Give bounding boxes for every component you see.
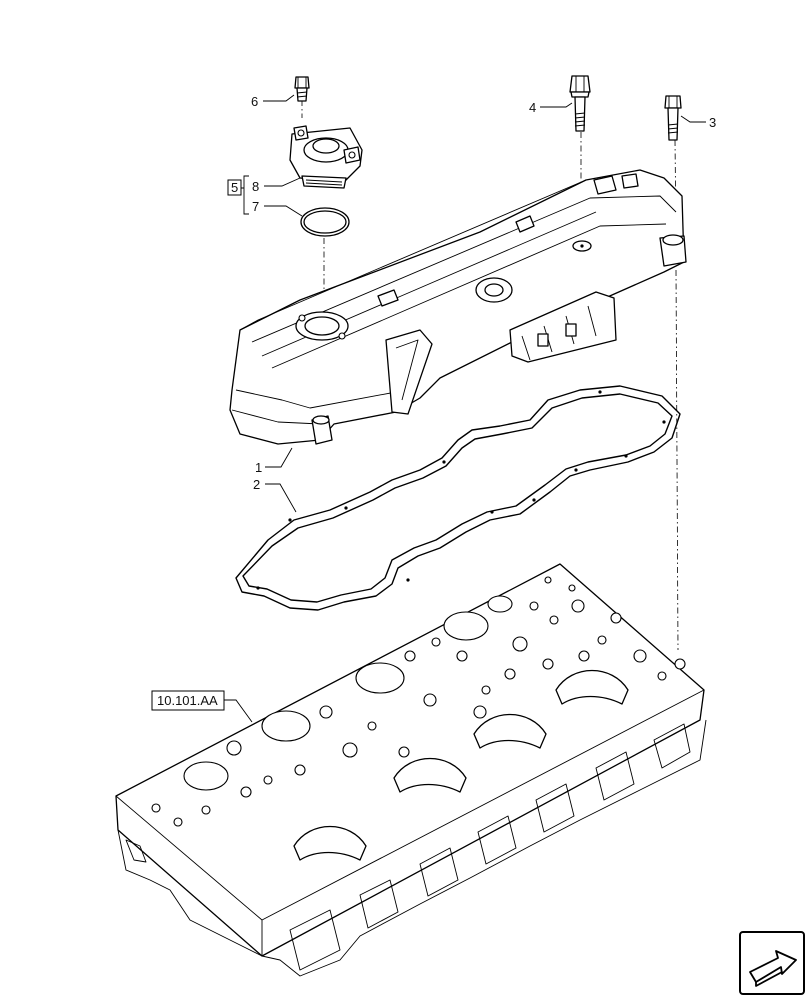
head-bolt-holes <box>151 576 686 827</box>
o-ring-part-7 <box>300 207 350 237</box>
callout-7: 7 <box>252 199 259 214</box>
reference-box[interactable]: 10.101.AA <box>151 690 225 711</box>
breather-valve-part-8 <box>289 125 363 189</box>
gasket-bolt-holes <box>256 390 666 590</box>
callout-4: 4 <box>529 100 536 115</box>
arrow-icon[interactable] <box>739 931 805 995</box>
callout-labels: 6 4 3 5 8 7 1 2 <box>227 94 716 492</box>
gasket-part-2 <box>235 385 681 611</box>
callout-1: 1 <box>255 460 262 475</box>
leader-lines <box>224 94 706 723</box>
bolt-part-3 <box>664 95 682 141</box>
callout-8: 8 <box>252 179 259 194</box>
kit-callout-5: 5 <box>227 179 242 196</box>
cylinder-head <box>115 563 707 977</box>
callout-5: 5 <box>231 180 238 195</box>
screw-part-6 <box>294 76 310 102</box>
valve-cover-part-1 <box>229 169 687 445</box>
callout-6: 6 <box>251 94 258 109</box>
callout-2: 2 <box>253 477 260 492</box>
bolt-part-4 <box>569 75 591 132</box>
reference-label: 10.101.AA <box>157 693 218 708</box>
callout-3: 3 <box>709 115 716 130</box>
